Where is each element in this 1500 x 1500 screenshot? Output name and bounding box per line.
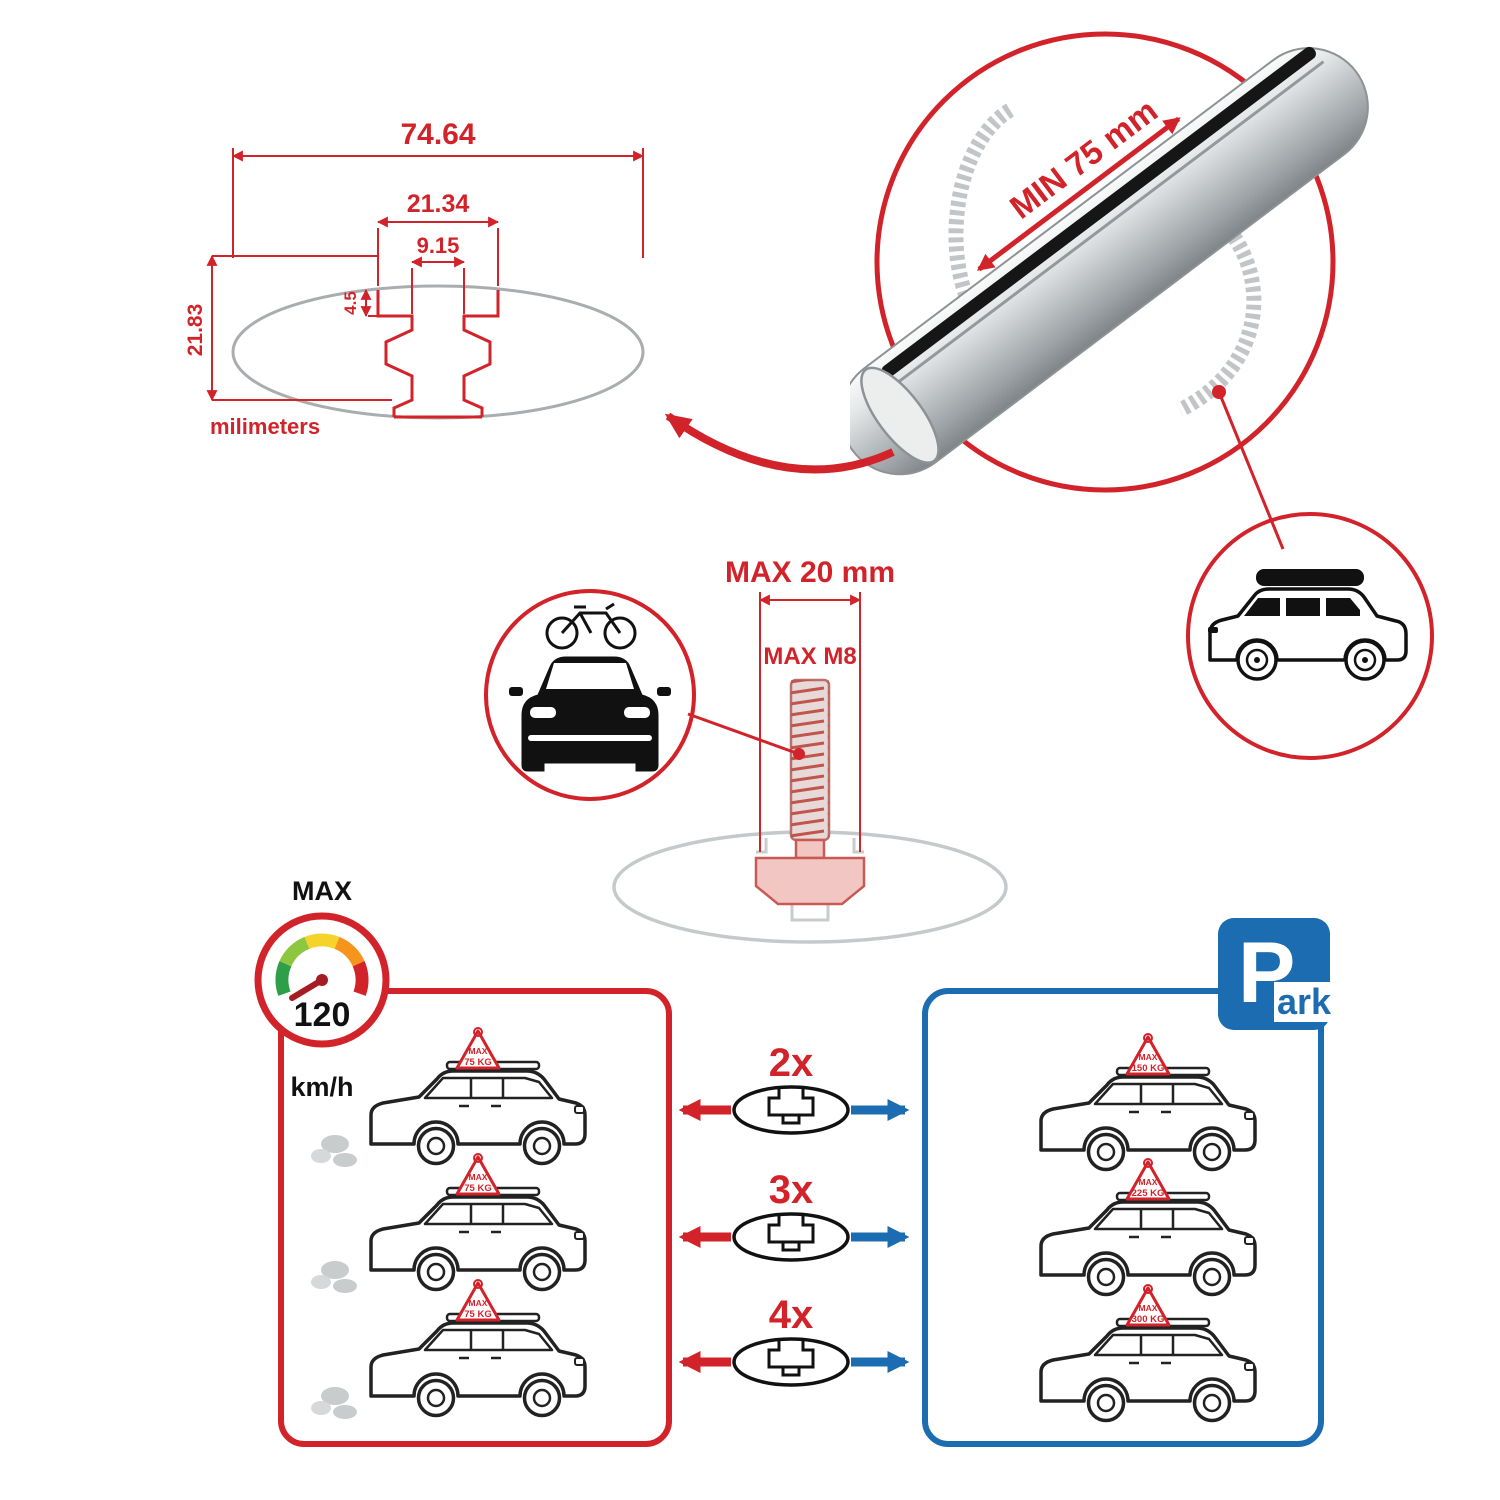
bolt-max-thread-label: MAX M8 (763, 643, 856, 670)
gauge-pivot (316, 974, 328, 986)
parked-car-row-2: MAX 225 KG (1039, 1158, 1257, 1297)
dim-channel-width: 21.34 (407, 190, 470, 218)
quantity-row-3x: 3x (678, 1168, 910, 1262)
quantity-row-2x: 2x (678, 1041, 910, 1135)
t-bolt (754, 678, 866, 906)
dimension-lines (206, 148, 645, 402)
bar-quantity-column: 2x 3x 4x (678, 1041, 910, 1387)
exhaust-smoke (311, 1135, 357, 1167)
driving-car-row-1: MAX 75 KG (311, 1027, 587, 1167)
load-limit-triangle: MAX 225 KG (1125, 1158, 1171, 1201)
car-side-icon (369, 1060, 587, 1166)
parked-car-row-1: MAX 150 KG (1039, 1033, 1257, 1172)
load-limit-triangle: MAX 75 KG (455, 1027, 501, 1070)
exhaust-smoke (311, 1261, 357, 1293)
load-value-label: 225 KG (1132, 1188, 1165, 1199)
parking-sign: P ark (1218, 918, 1334, 1030)
dim-total-width: 74.64 (400, 118, 475, 151)
gauge-arcs (275, 933, 369, 996)
speed-max-label: MAX (292, 876, 352, 906)
load-max-label: MAX (1139, 1177, 1158, 1187)
car-side-icon (1039, 1191, 1257, 1297)
dim-total-height: 21.83 (184, 304, 207, 357)
load-value-label: 75 KG (464, 1309, 491, 1320)
load-limit-triangle: MAX 75 KG (455, 1153, 501, 1196)
bar-section-icon (732, 1337, 850, 1387)
bolt-detail-diagram: MAX 20 mm MAX M8 (612, 556, 1008, 944)
exhaust-smoke (311, 1387, 357, 1419)
car-side-icon (1039, 1317, 1257, 1423)
suv-with-roofbox (1208, 569, 1408, 681)
cross-section-dimension-diagram: 74.64 21.34 9.15 4.5 21.83 milimeters (184, 118, 645, 439)
parked-car-row-3: MAX 300 KG (1039, 1284, 1257, 1423)
suv-roofbox-circle (1186, 512, 1434, 760)
quantity-label: 4x (769, 1293, 814, 1337)
car-side-icon (1039, 1066, 1257, 1172)
load-max-label: MAX (469, 1172, 488, 1182)
quantity-label: 3x (769, 1168, 814, 1212)
bicycle-icon (545, 602, 637, 650)
load-limit-triangle: MAX 300 KG (1125, 1284, 1171, 1327)
speed-value: 120 (294, 996, 351, 1034)
load-value-label: 300 KG (1132, 1314, 1165, 1325)
min-span-arrow (976, 116, 1181, 272)
dim-slot-width: 9.15 (417, 233, 460, 258)
t-slot-channel-outline (376, 290, 500, 419)
car-side-icon (369, 1312, 587, 1418)
load-max-label: MAX (469, 1046, 488, 1056)
load-max-label: MAX (1139, 1052, 1158, 1062)
speed-unit: km/h (290, 1072, 353, 1102)
driving-car-row-2: MAX 75 KG (311, 1153, 587, 1293)
driving-limits-panel (278, 988, 672, 1447)
parking-sign-suffix: ark (1273, 982, 1334, 1022)
car-front-icon (509, 656, 671, 772)
bolt-max-width-label: MAX 20 mm (725, 556, 895, 589)
load-value-label: 150 KG (1132, 1063, 1165, 1074)
parked-limits-panel (922, 988, 1324, 1447)
dim-units-label: milimeters (210, 414, 320, 439)
driving-car-row-3: MAX 75 KG (311, 1279, 587, 1419)
load-limit-triangle: MAX 75 KG (455, 1279, 501, 1322)
quantity-row-4x: 4x (678, 1293, 910, 1387)
load-max-label: MAX (1139, 1303, 1158, 1313)
load-value-label: 75 KG (464, 1057, 491, 1068)
dim-notch-depth: 4.5 (341, 291, 360, 315)
car-side-icon (369, 1186, 587, 1292)
crossbar-detail-circle: MIN 75 mm (850, 31, 1369, 493)
car-front-bicycle-circle (484, 589, 696, 801)
bar-profile-ellipse (231, 284, 645, 420)
bar-section-icon (732, 1212, 850, 1262)
speed-limit-gauge: MAX 120 km/h (254, 876, 390, 1102)
load-limit-triangle: MAX 150 KG (1125, 1033, 1171, 1076)
bar-section-icon (732, 1085, 850, 1135)
load-max-label: MAX (469, 1298, 488, 1308)
quantity-label: 2x (769, 1041, 814, 1085)
load-value-label: 75 KG (464, 1183, 491, 1194)
